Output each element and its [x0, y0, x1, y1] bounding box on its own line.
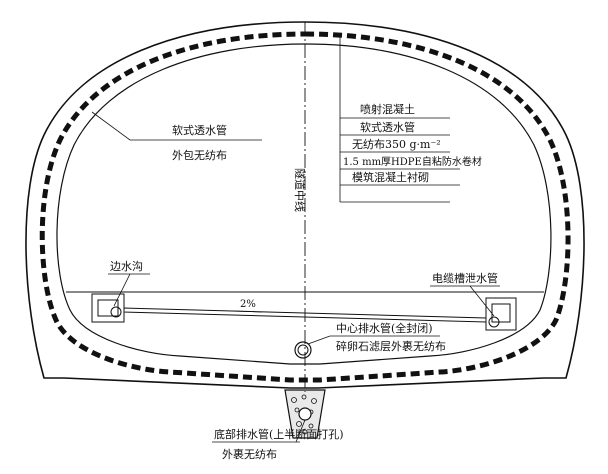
layer-row-3: 无纺布350 g·m⁻² — [352, 137, 441, 151]
flow-arrow-line — [231, 310, 263, 313]
layer-row-5: 模筑混凝土衬砌 — [352, 170, 429, 184]
layer-row-2: 软式透水管 — [360, 120, 415, 134]
center-drain-leader — [307, 335, 331, 345]
bottom-drain-label: 底部排水管(上半断面打孔) — [214, 427, 344, 441]
center-drain-pipe — [294, 341, 312, 359]
bottom-drain-leader — [295, 419, 306, 443]
cable-trough-leader — [469, 285, 495, 317]
side-ditch-leader — [113, 273, 131, 307]
gravel-filter-label: 碎卵石滤层外裹无纺布 — [336, 339, 446, 353]
side-ditch-label: 边水沟 — [110, 260, 143, 273]
layer-row-4: 1.5 mm厚HDPE自粘防水卷材 — [343, 155, 482, 168]
cable-trough-drain-label: 电缆槽泄水管 — [432, 271, 498, 285]
left-side-ditch — [91, 293, 125, 323]
flexible-pipe-label-left: 软式透水管 — [172, 123, 227, 137]
flexible-pipe-leader — [91, 111, 131, 141]
flow-slope-label: 2% — [240, 299, 256, 310]
right-cable-trough — [485, 297, 517, 331]
geotextile-wrap-label: 外包无纺布 — [172, 148, 227, 162]
layer-row-1: 喷射混凝土 — [360, 102, 415, 116]
bottom-wrap-label: 外裹无纺布 — [222, 447, 277, 461]
center-drain-label: 中心排水管(全封闭) — [336, 321, 433, 335]
tunnel-centerline-label: 隧道中线 — [293, 168, 307, 212]
bottom-drain-gravel — [284, 389, 326, 439]
outer-lining-outline — [25, 21, 585, 389]
layer-table: 喷射混凝土 软式透水管 无纺布350 g·m⁻² 1.5 mm厚HDPE自粘防水… — [339, 34, 482, 203]
